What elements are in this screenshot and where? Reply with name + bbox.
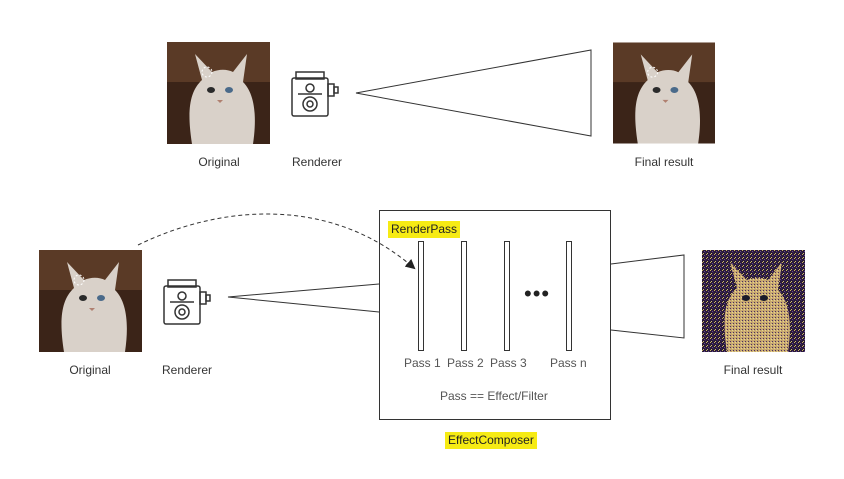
film-camera-icon (163, 279, 211, 325)
pass-2-bar (461, 241, 467, 351)
pass-3-label: Pass 3 (490, 356, 527, 370)
pass-3-bar (504, 241, 510, 351)
final-label-top: Final result (634, 155, 694, 169)
cat-photo-icon (167, 42, 270, 144)
original-cat-photo-top (167, 42, 270, 144)
final-noisy-cat-photo-bottom (702, 250, 805, 352)
renderer-camera-bottom (160, 278, 216, 328)
render-pass-label: RenderPass (388, 221, 461, 238)
cat-photo-icon (613, 42, 715, 144)
original-label-bottom: Original (69, 363, 111, 377)
original-to-renderpass-arrow (137, 213, 416, 270)
renderer-camera-top (288, 70, 344, 120)
original-label-top: Original (198, 155, 240, 169)
bottom-render-frustum (227, 283, 380, 313)
pass-1-bar (418, 241, 424, 351)
effect-composer-label: EffectComposer (445, 432, 537, 449)
pass-equation: Pass == Effect/Filter (440, 389, 548, 403)
cat-photo-icon (39, 250, 142, 352)
effect-composer-box: RenderPass ••• Pass 1 Pass 2 Pass 3 Pass… (379, 210, 611, 420)
renderer-label-top: Renderer (291, 155, 343, 169)
pass-1-label: Pass 1 (404, 356, 441, 370)
top-render-frustum (355, 49, 592, 137)
film-camera-icon (291, 71, 339, 117)
final-cat-photo-top (613, 42, 715, 144)
noisy-cat-photo-icon (702, 250, 805, 352)
more-passes-ellipsis: ••• (524, 281, 551, 306)
pass-2-label: Pass 2 (447, 356, 484, 370)
final-label-bottom: Final result (723, 363, 783, 377)
original-cat-photo-bottom (39, 250, 142, 352)
pass-n-bar (566, 241, 572, 351)
pass-n-label: Pass n (550, 356, 587, 370)
renderer-label-bottom: Renderer (161, 363, 213, 377)
composer-output-frustum (610, 254, 685, 339)
